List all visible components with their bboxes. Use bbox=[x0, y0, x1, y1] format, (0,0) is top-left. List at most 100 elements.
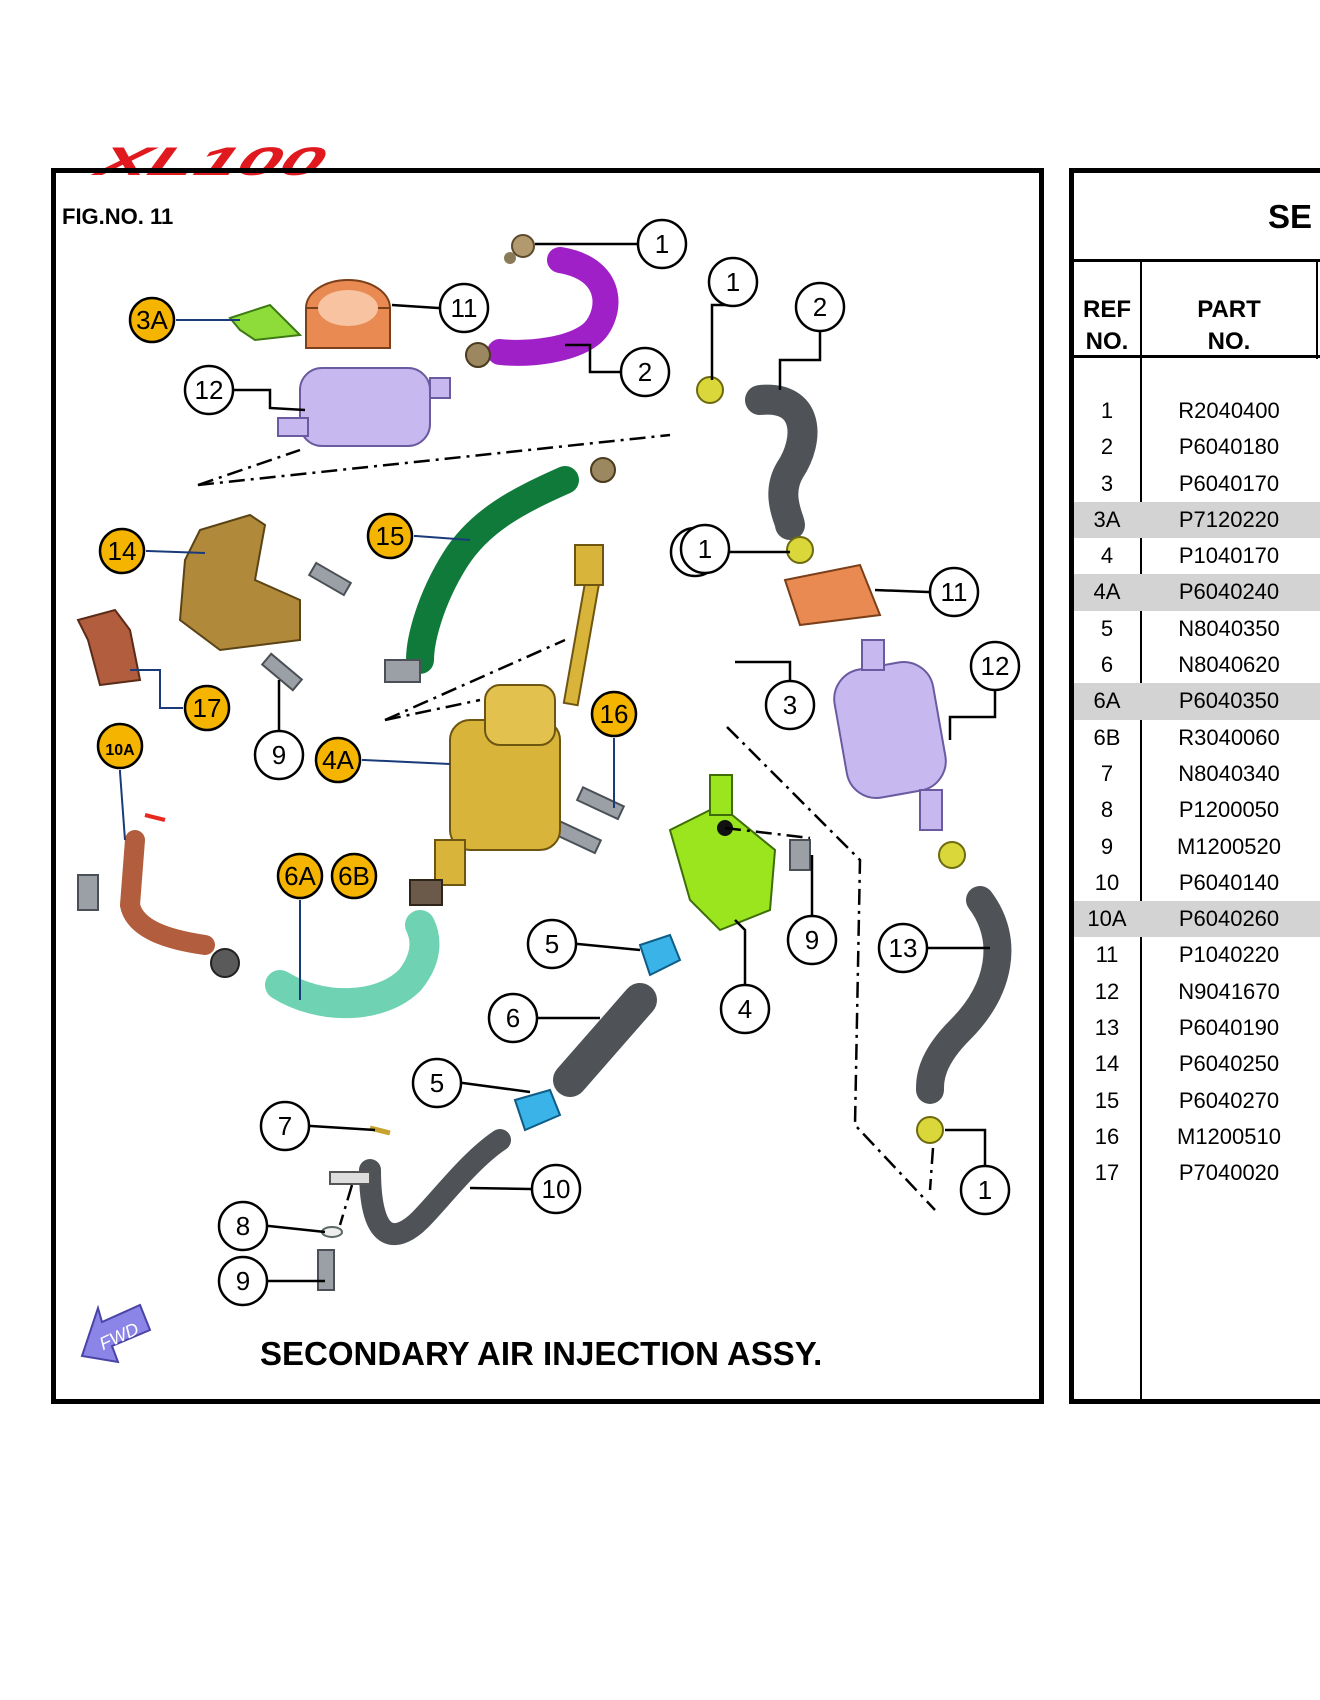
header-ref-no: REF NO. bbox=[1074, 294, 1140, 358]
row-part-no: R2040400 bbox=[1178, 398, 1280, 423]
callout-8: 8 bbox=[217, 1200, 269, 1252]
hose-clamp-15-bottom bbox=[384, 659, 421, 683]
xl100-logo: XL100 bbox=[88, 142, 332, 182]
air-filter-12-right bbox=[833, 639, 947, 831]
hose-10 bbox=[359, 1129, 511, 1245]
callout-5: 5 bbox=[526, 918, 578, 970]
callout-circle bbox=[590, 690, 638, 738]
callout-14: 14 bbox=[98, 527, 146, 575]
row-ref-no: 4 bbox=[1100, 543, 1114, 569]
callout-label: 5 bbox=[430, 1068, 444, 1098]
callout-label: 3A bbox=[136, 305, 168, 335]
row-part-no: P6040190 bbox=[1178, 1015, 1280, 1041]
callout-label: 15 bbox=[376, 521, 405, 551]
callout-label: 1 bbox=[698, 534, 712, 564]
callout-circle bbox=[276, 852, 324, 900]
callout-circle bbox=[619, 346, 671, 398]
header-part-line1: PART bbox=[1197, 296, 1261, 323]
row-ref-no: 7 bbox=[1100, 760, 1114, 786]
callout-circle bbox=[217, 1200, 269, 1252]
callout-label: 11 bbox=[451, 293, 478, 323]
row-part-no: P1200050 bbox=[1178, 797, 1280, 823]
callout-12: 12 bbox=[969, 640, 1021, 692]
callout-1: 1 bbox=[636, 218, 688, 270]
callout-label: 6 bbox=[506, 1003, 520, 1033]
hose-6a bbox=[265, 910, 440, 1019]
callout-circle bbox=[314, 736, 362, 784]
figure-number: FIG.NO. 11 bbox=[62, 204, 174, 229]
leader-line bbox=[948, 690, 997, 740]
callout-circle bbox=[679, 523, 731, 575]
row-part-no: P6040350 bbox=[1178, 688, 1280, 714]
row-ref-no: 3A bbox=[1093, 506, 1121, 532]
bracket-17 bbox=[76, 608, 142, 687]
callout-16: 16 bbox=[590, 690, 638, 738]
row-part-no: P6040170 bbox=[1178, 470, 1280, 496]
pipe-10a bbox=[119, 830, 215, 955]
bolts bbox=[77, 561, 811, 1291]
leader-line bbox=[414, 535, 471, 541]
callout-3a: 3A bbox=[128, 296, 176, 344]
header-ref-line1: REF bbox=[1083, 296, 1131, 323]
leader-line bbox=[119, 770, 126, 841]
callout-label: 10 bbox=[542, 1174, 571, 1204]
table-title: SE bbox=[1268, 198, 1313, 235]
row-part-no: P6040180 bbox=[1178, 434, 1280, 460]
callout-label: 6B bbox=[338, 861, 370, 891]
callout-label: 1 bbox=[655, 229, 669, 259]
callout-label: 6A bbox=[284, 861, 316, 891]
leader-line bbox=[469, 1186, 532, 1191]
hose-2-gray bbox=[745, 384, 818, 540]
table-row: 2 P6040180 bbox=[1074, 429, 1320, 465]
callout-label: 9 bbox=[805, 925, 819, 955]
callout-17: 17 bbox=[183, 684, 231, 732]
leader-line bbox=[391, 303, 440, 310]
row-ref-no: 17 bbox=[1094, 1160, 1120, 1186]
callout-label: 11 bbox=[941, 577, 968, 607]
callout-4: 4 bbox=[719, 983, 771, 1035]
row-part-no: M1200510 bbox=[1177, 1123, 1281, 1149]
hose-13 bbox=[916, 886, 1012, 1104]
hose-clamp-1-top bbox=[504, 234, 535, 264]
callout-label: 8 bbox=[236, 1211, 250, 1241]
callout-circle bbox=[786, 914, 838, 966]
callout-2: 2 bbox=[619, 346, 671, 398]
row-part-no: P1040220 bbox=[1178, 942, 1280, 968]
callout-label: 4A bbox=[322, 745, 354, 775]
leader-line bbox=[461, 1081, 531, 1094]
row-ref-no: 2 bbox=[1100, 434, 1114, 460]
callout-circle bbox=[707, 256, 759, 308]
callout-circle bbox=[128, 296, 176, 344]
bracket-14 bbox=[178, 513, 301, 652]
hose-clamp-yellow-1 bbox=[696, 376, 724, 404]
callout-label: 9 bbox=[272, 740, 286, 770]
row-ref-no: 5 bbox=[1100, 615, 1114, 641]
mounting-band-11-right bbox=[783, 563, 882, 627]
leader-line bbox=[233, 388, 306, 412]
logo-text: XL100 bbox=[88, 142, 332, 182]
callout-label: 5 bbox=[545, 929, 559, 959]
callout-9: 9 bbox=[786, 914, 838, 966]
header-part-line2: NO. bbox=[1207, 328, 1251, 355]
parts bbox=[76, 234, 1012, 1291]
reed-valve-4 bbox=[668, 774, 777, 932]
hose-clip-5-upper bbox=[638, 933, 682, 977]
leader-line bbox=[874, 588, 930, 594]
bracket-3a bbox=[228, 303, 303, 342]
callout-3: 3 bbox=[764, 679, 816, 731]
callout-6b: 6B bbox=[330, 852, 378, 900]
leader-line bbox=[778, 331, 822, 390]
callout-circle bbox=[253, 729, 305, 781]
callout-circle bbox=[969, 640, 1021, 692]
row-part-no: P6040250 bbox=[1178, 1051, 1280, 1077]
callout-circle bbox=[719, 983, 771, 1035]
